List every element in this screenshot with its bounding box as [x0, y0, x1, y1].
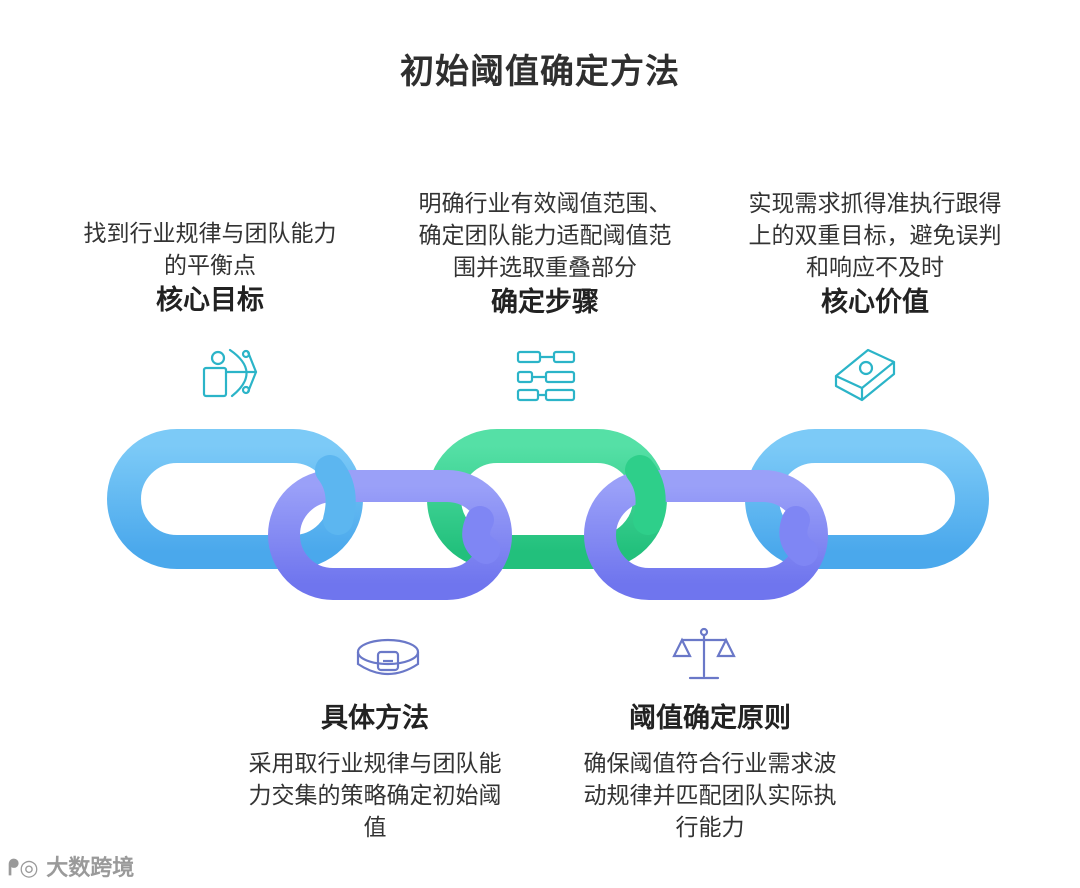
interlock-overlap	[476, 520, 486, 550]
desc-line: 值	[210, 812, 540, 844]
watermark: ᖰ◎ 大数跨境	[8, 850, 134, 882]
gold-bar-icon	[836, 350, 894, 400]
desc-line: 力交集的策略确定初始阈	[210, 780, 540, 812]
archer-target-icon	[204, 350, 256, 396]
principle-desc: 确保阈值符合行业需求波 动规律并匹配团队实际执 行能力	[545, 748, 875, 844]
method-block: 具体方法 采用取行业规律与团队能 力交集的策略确定初始阈 值	[210, 700, 540, 844]
desc-line: 行能力	[545, 812, 875, 844]
watermark-logo-icon: ᖰ◎	[8, 856, 46, 881]
desc-line: 动规律并匹配团队实际执	[545, 780, 875, 812]
method-heading: 具体方法	[210, 700, 540, 738]
interlock-overlap	[793, 520, 804, 552]
interlock-overlap	[640, 470, 651, 520]
watermark-text: 大数跨境	[46, 856, 134, 881]
desc-line: 确保阈值符合行业需求波	[545, 748, 875, 780]
desc-line: 采用取行业规律与团队能	[210, 748, 540, 780]
balance-scale-icon	[674, 629, 734, 678]
interlock-overlap	[330, 470, 341, 520]
principle-heading: 阈值确定原则	[545, 700, 875, 738]
method-desc: 采用取行业规律与团队能 力交集的策略确定初始阈 值	[210, 748, 540, 844]
belt-icon	[358, 640, 418, 674]
flowchart-icon	[518, 352, 574, 400]
principle-block: 阈值确定原则 确保阈值符合行业需求波 动规律并匹配团队实际执 行能力	[545, 700, 875, 844]
